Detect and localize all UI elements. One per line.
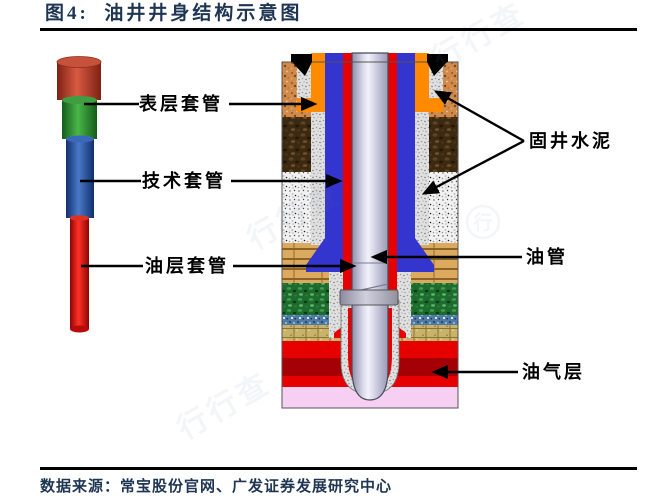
label-technical-casing: 技术套管: [142, 171, 226, 191]
cement-sheath: [297, 62, 443, 338]
svg-text:行行查: 行行查: [171, 366, 277, 446]
label-oil-layer-casing: 油层套管: [145, 256, 229, 276]
figure-title: 图4: 油井井身结构示意图: [45, 3, 303, 24]
arrow-cement-lower: [421, 139, 525, 195]
bottom-rule: [40, 467, 637, 470]
wellhead-marker-right: [427, 54, 448, 76]
wellhead-marker-left: [291, 54, 312, 76]
formation-outline: [281, 61, 459, 409]
stack-green-section: [62, 100, 97, 139]
top-rule: [40, 28, 637, 31]
svg-text:行行查: 行行查: [426, 0, 532, 77]
technical-casing-shape: [306, 53, 434, 272]
stack-surface-cap: [57, 62, 101, 100]
label-surface-casing: 表层套管: [139, 94, 223, 114]
tubing-shape: [339, 52, 399, 401]
label-well-cement: 固井水泥: [529, 131, 613, 151]
stack-blue-section: [66, 139, 94, 218]
leader-lines: [80, 90, 525, 380]
label-oil-tubing: 油管: [526, 247, 568, 267]
surface-casing-shape: [297, 53, 443, 112]
stack-red-tube: [70, 218, 89, 329]
data-source-note: 数据来源：常宝股份官网、广发证券发展研究中心: [40, 479, 393, 495]
casing-stack-model: [56, 56, 102, 333]
watermark-logo-circle: [465, 204, 501, 240]
arrow-cement-upper: [433, 90, 525, 143]
watermark-logo-char: 行: [472, 211, 492, 234]
tubing-collar: [339, 289, 399, 306]
label-oil-gas-layer: 油气层: [522, 362, 585, 382]
